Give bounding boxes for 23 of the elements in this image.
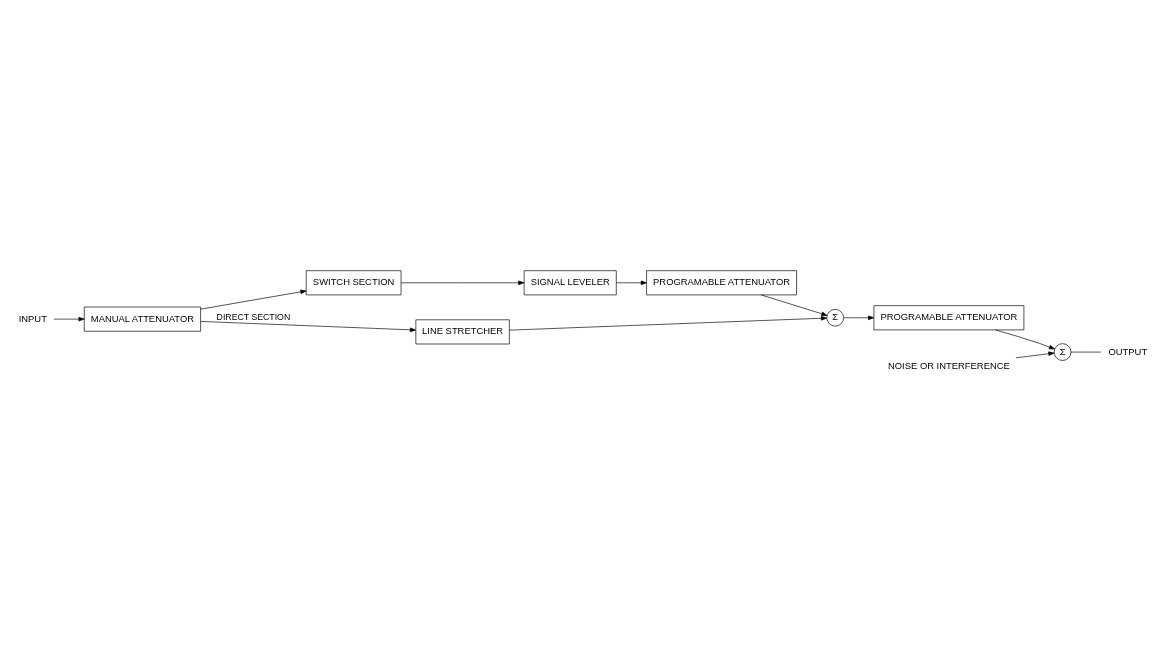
arrow	[760, 294, 828, 316]
arrow	[400, 280, 525, 285]
node-box: MANUAL ATTENUATOR	[83, 306, 201, 332]
edge-label: DIRECT SECTION	[216, 311, 291, 322]
node-box: SIGNAL LEVELER	[523, 269, 617, 295]
arrow	[509, 315, 827, 330]
node-box: PROGRAMABLE ATTENUATOR	[873, 304, 1025, 330]
arrow	[53, 316, 85, 321]
node-text: OUTPUT	[1108, 345, 1148, 357]
node-box: LINE STRETCHER	[415, 318, 510, 344]
node-circle: Σ	[826, 308, 844, 326]
arrow	[1015, 351, 1055, 358]
node-circle: Σ	[1053, 342, 1072, 361]
arrow	[200, 320, 416, 332]
arrow	[994, 329, 1055, 349]
arrow	[615, 280, 647, 285]
connector	[1070, 351, 1102, 352]
arrow	[843, 315, 875, 320]
node-box: SWITCH SECTION	[305, 269, 402, 295]
node-text: INPUT	[18, 312, 47, 324]
arrow	[200, 289, 307, 309]
node-box: PROGRAMABLE ATTENUATOR	[646, 269, 797, 295]
node-text: NOISE OR INTERFERENCE	[888, 359, 1010, 371]
